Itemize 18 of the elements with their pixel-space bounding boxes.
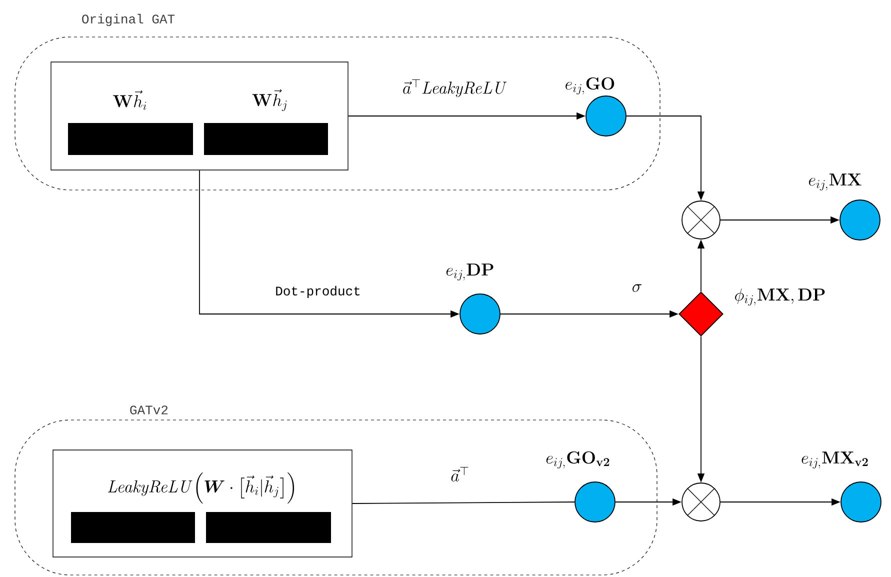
edge-label: $\sigma$ [630, 283, 644, 293]
formula-box: $\mathit{LeakyReLU}\Big(\boldsymbol{W}\cdot\big[\vec{h}_i|\vec{h}_j\big]\Big)$ [52, 450, 352, 558]
node-label: $\mathbf{W}\vec{h}_j$ [252, 89, 287, 112]
edge-label: Dot-product [274, 284, 362, 300]
formula-box: $\mathbf{W}\vec{h}_i$ $\mathbf{W}\vec{h}_j$ [50, 62, 348, 170]
node-label: $e_{ij,}\mathbf{MX_{v2}}$ [802, 452, 868, 468]
node-label: $e_{ij,}\mathbf{DP}$ [446, 264, 494, 280]
group-title: Original GAT [82, 14, 175, 26]
multiply-symbol [682, 482, 720, 522]
node-label: $e_{ij,}\mathbf{GO_{v2}}$ [546, 451, 610, 468]
node-label: $\mathbf{W}\vec{h}_i$ [113, 90, 146, 110]
node-label: $\phi_{ij,}\mathbf{MX,DP}$ [735, 288, 825, 306]
group-title: GATv2 [130, 406, 168, 414]
multiply-symbol [682, 200, 720, 240]
node-label: $e_{ij,}\mathbf{GO}$ [566, 77, 614, 94]
edge-label: $\vec{a}^\top$ [450, 466, 470, 482]
node-label: $e_{ij,}\mathbf{MX}$ [808, 174, 862, 190]
edge-label: $\vec{a}^\top \mathit{LeakyReLU}$ [401, 78, 509, 98]
